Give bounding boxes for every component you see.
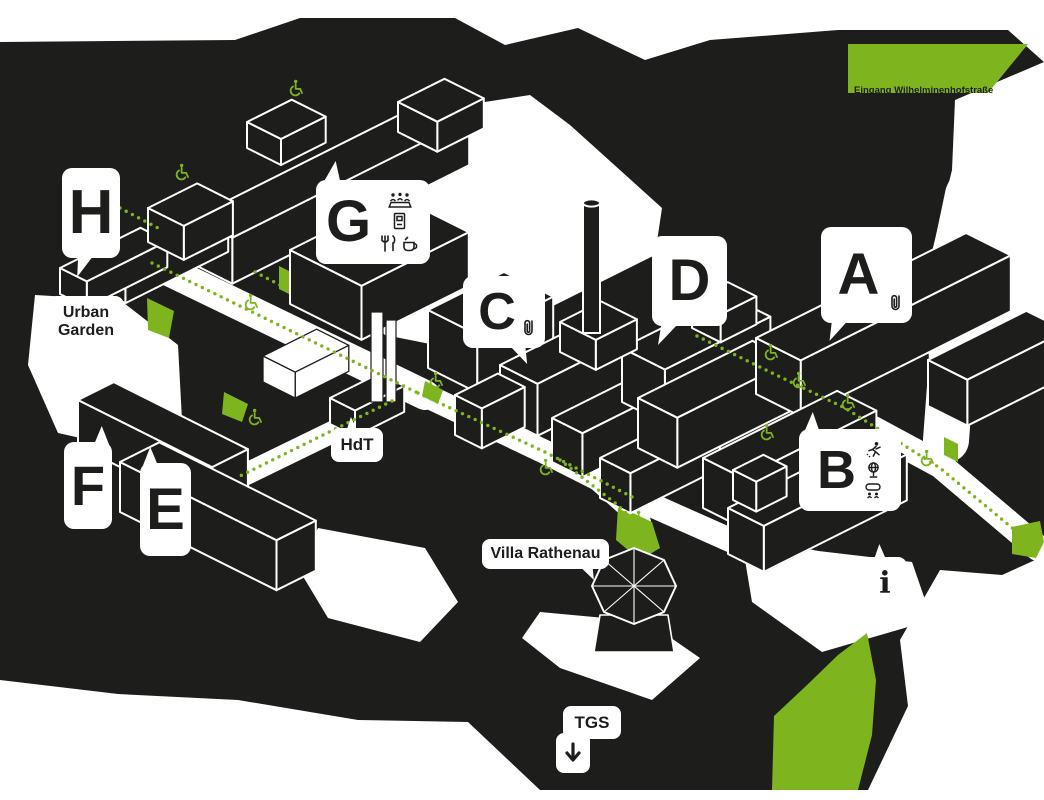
paperclip-icon (891, 294, 900, 311)
building-block (262, 328, 350, 373)
coffee-cup-icon (403, 236, 418, 251)
building-block (77, 381, 249, 469)
building-block (454, 372, 526, 410)
globe-icon (867, 462, 879, 478)
building-letter: H (68, 178, 114, 247)
down-arrow-icon (565, 742, 581, 762)
urban-garden-label: Urban Garden (48, 296, 124, 364)
building-letter: B (817, 440, 856, 500)
street-banner-area (848, 44, 1028, 93)
villa-rathenau-label: Villa Rathenau (482, 539, 609, 583)
urban-garden-line2: Garden (57, 322, 114, 339)
lawn-south (772, 633, 876, 790)
building-block (732, 453, 788, 483)
tgs-text: TGS (574, 712, 610, 732)
building-block (927, 309, 1044, 381)
urban-garden-patch (147, 298, 174, 338)
info-icon: i (879, 565, 891, 601)
urban-garden-line1: Urban (62, 304, 110, 322)
building-letter: F (70, 453, 106, 517)
accessible-routes (118, 206, 1036, 548)
building-block (397, 77, 485, 123)
green-areas (147, 44, 1044, 790)
building-label-e: E (140, 444, 191, 556)
label-tail (345, 414, 362, 433)
building-label-f: F (64, 423, 112, 529)
info-point-label: i (863, 541, 907, 610)
building-letter: E (146, 476, 185, 542)
audience-icon (387, 192, 412, 208)
hdt-label: HdT (331, 414, 383, 462)
building-letter: G (325, 189, 372, 254)
building-label-b: B (799, 409, 901, 511)
lawn-east (1012, 521, 1044, 558)
label-tail (873, 541, 891, 562)
villa-rathenau-text: Villa Rathenau (490, 545, 601, 562)
chimney-tower (582, 198, 601, 334)
building-block (702, 389, 878, 479)
vending-machine-icon (393, 212, 406, 229)
building-label-d: D (652, 236, 727, 348)
building-label-c: C (463, 276, 545, 367)
tgs-arrow-box (556, 733, 590, 773)
villa-building (591, 547, 677, 653)
paperclip-icon (524, 319, 533, 336)
hdt-text: HdT (340, 435, 374, 454)
building-label-a: A (821, 227, 912, 344)
meeting-table-icon (865, 483, 881, 499)
building-block (147, 182, 234, 227)
street-banner-text: Eingang Wilhelminenhofstraße (854, 85, 993, 96)
building-label-h: H (62, 168, 120, 280)
building-letter: C (478, 283, 516, 341)
cutlery-icon (381, 234, 396, 252)
sports-icon (866, 442, 881, 458)
white-towers (370, 311, 397, 403)
building-block (246, 98, 327, 140)
building-label-g: G (316, 158, 430, 264)
building-letter: A (837, 242, 880, 307)
building-letter: D (668, 248, 711, 313)
